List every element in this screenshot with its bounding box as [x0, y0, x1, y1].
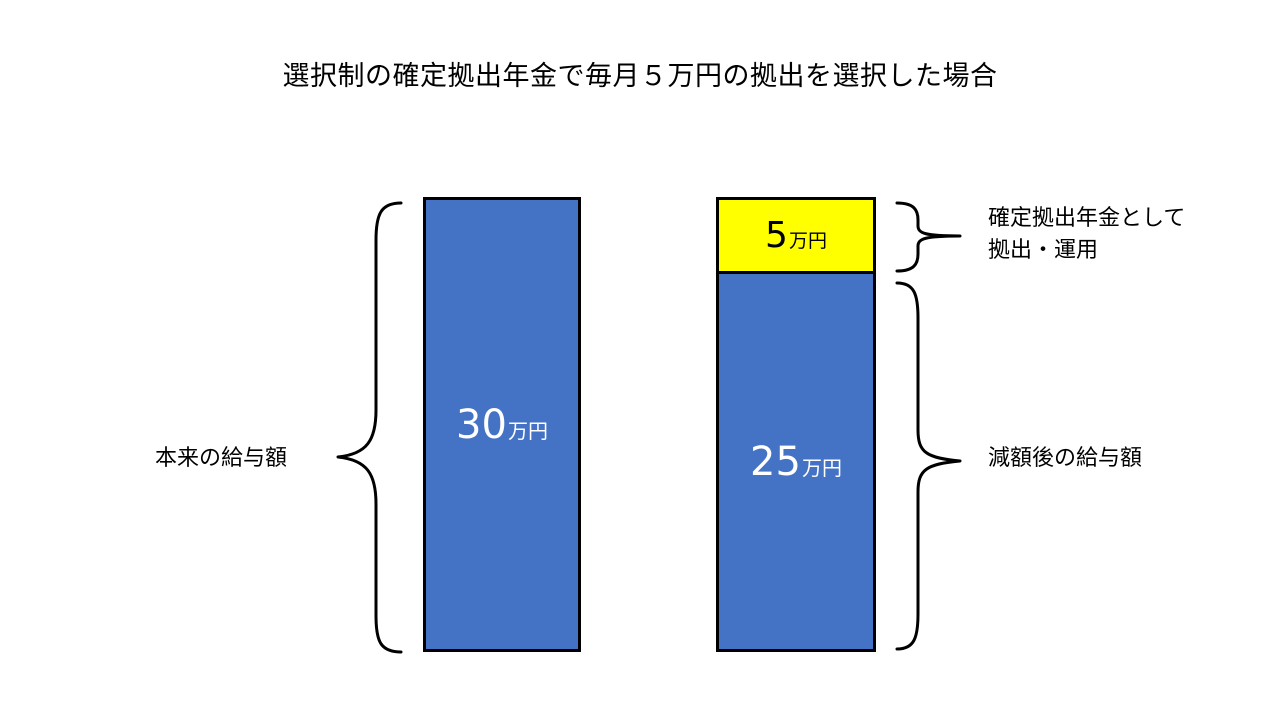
left-curly-brace — [336, 201, 403, 654]
reduced-salary-unit: 万円 — [801, 456, 842, 480]
dc-contribution-unit: 万円 — [788, 230, 827, 252]
reduced-salary-curly-brace — [895, 281, 962, 651]
dc-curly-brace — [895, 201, 962, 273]
dc-contribution-label: 確定拠出年金として 拠出・運用 — [988, 203, 1185, 267]
dc-label-line1: 確定拠出年金として — [988, 206, 1186, 231]
original-salary-label: 本来の給与額 — [155, 446, 288, 471]
original-salary-unit: 万円 — [507, 419, 548, 443]
dc-contribution-value: 5 — [765, 215, 788, 256]
diagram-title: 選択制の確定拠出年金で毎月５万円の拠出を選択した場合 — [282, 61, 998, 92]
reduced-salary-value: 25 — [750, 438, 801, 485]
original-salary-value: 30 — [456, 401, 507, 448]
reduced-salary-label: 減額後の給与額 — [988, 446, 1143, 471]
dc-label-line2: 拠出・運用 — [988, 238, 1099, 263]
